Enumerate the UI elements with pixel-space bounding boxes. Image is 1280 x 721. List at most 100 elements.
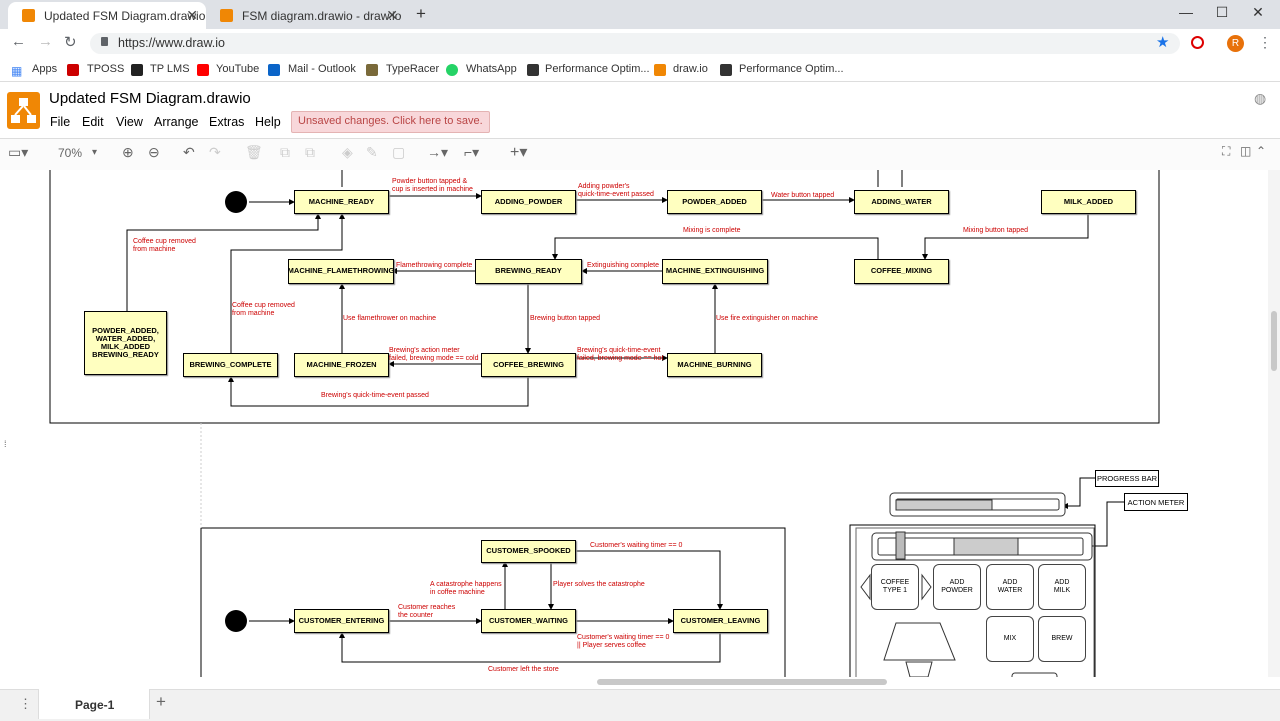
tab-updated-fsm[interactable]: Updated FSM Diagram.drawio - d ✕: [8, 2, 206, 29]
menu-edit[interactable]: Edit: [82, 115, 104, 129]
tab-title: Updated FSM Diagram.drawio - d: [44, 8, 206, 23]
zoom-in-icon[interactable]: ⊕: [122, 144, 134, 160]
state-adding-powder[interactable]: ADDING_POWDER: [481, 190, 576, 214]
label-cup-removed-1: Coffee cup removed from machine: [133, 238, 196, 253]
connection-icon[interactable]: →▾: [427, 144, 449, 160]
page-tab-label: Page-1: [75, 698, 115, 712]
bookmark-drawio[interactable]: draw.io: [673, 63, 708, 75]
mock-add-milk-button[interactable]: ADD MILK: [1038, 564, 1086, 610]
state-machine-extinguishing[interactable]: MACHINE_EXTINGUISHING: [662, 259, 768, 284]
close-window-icon[interactable]: ✕: [1252, 4, 1264, 20]
redo-icon[interactable]: ↷: [209, 144, 221, 160]
bookmark-performance-2[interactable]: Performance Optim...: [739, 63, 844, 75]
state-machine-frozen[interactable]: MACHINE_FROZEN: [294, 353, 389, 377]
mock-add-powder-button[interactable]: ADD POWDER: [933, 564, 981, 610]
label-hot-fail: Brewing's quick-time-event failed, brewi…: [577, 347, 664, 362]
bookmark-tp-lms[interactable]: TP LMS: [150, 63, 190, 75]
label-use-flamethrower: Use flamethrower on machine: [343, 315, 436, 322]
unsaved-changes-button[interactable]: Unsaved changes. Click here to save.: [291, 111, 490, 133]
state-coffee-mixing[interactable]: COFFEE_MIXING: [854, 259, 949, 284]
reload-icon[interactable]: ↻: [64, 34, 77, 51]
line-color-icon[interactable]: ✎: [366, 144, 378, 160]
zoom-dropdown-icon[interactable]: ▾: [92, 147, 98, 158]
youtube-icon: [197, 64, 209, 76]
minimize-icon[interactable]: —: [1179, 4, 1193, 20]
note-progress-bar[interactable]: PROGRESS BAR: [1095, 470, 1159, 487]
address-bar[interactable]: [90, 33, 1180, 54]
label-brewing-tapped: Brewing button tapped: [530, 315, 601, 322]
label-mixing-tapped: Mixing button tapped: [963, 227, 1028, 234]
format-panel-icon[interactable]: ▭▾: [8, 144, 29, 160]
state-customer-waiting[interactable]: CUSTOMER_WAITING: [481, 609, 576, 633]
label-powder-event: Adding powder's quick-time-event passed: [578, 183, 654, 198]
state-machine-ready[interactable]: MACHINE_READY: [294, 190, 389, 214]
zoom-out-icon[interactable]: ⊖: [148, 144, 160, 160]
bookmark-typeracer[interactable]: TypeRacer: [386, 63, 440, 75]
bookmark-youtube[interactable]: YouTube: [216, 63, 260, 75]
delete-icon[interactable]: 🗑: [245, 144, 263, 160]
state-powder-added[interactable]: POWDER_ADDED: [667, 190, 762, 214]
maximize-icon[interactable]: ☐: [1215, 4, 1229, 20]
bookmark-tposs[interactable]: TPOSS: [87, 63, 125, 75]
menu-file[interactable]: File: [50, 115, 71, 129]
format-toggle-icon[interactable]: ◫: [1240, 144, 1252, 158]
forward-icon[interactable]: →: [38, 33, 53, 50]
performance-icon: [527, 64, 539, 76]
insert-plus-icon[interactable]: +▾: [510, 144, 528, 161]
apps-grid-icon: ▦: [11, 64, 23, 78]
tab-fsm-diagram[interactable]: FSM diagram.drawio - draw.io ✕: [206, 2, 406, 29]
language-globe-icon[interactable]: ◍: [1254, 90, 1267, 106]
mock-brew-button[interactable]: BREW: [1038, 616, 1086, 662]
waypoints-icon[interactable]: ⌐▾: [464, 144, 480, 160]
close-tab-icon[interactable]: ✕: [386, 7, 398, 23]
horizontal-scroll-thumb[interactable]: [597, 679, 887, 685]
close-tab-icon[interactable]: ✕: [186, 7, 198, 23]
fullscreen-icon[interactable]: ⛶: [1222, 144, 1231, 158]
zoom-level[interactable]: 70%: [58, 146, 83, 160]
chrome-menu-icon[interactable]: ⋮: [1258, 34, 1272, 50]
opera-extension-icon[interactable]: [1191, 36, 1204, 49]
mock-mix-button[interactable]: MIX: [986, 616, 1034, 662]
pages-menu-icon[interactable]: ⋮: [19, 696, 32, 711]
to-back-icon[interactable]: ⧉: [305, 144, 315, 160]
sidebar-splitter-icon[interactable]: ⁞: [4, 439, 7, 449]
whatsapp-icon: [446, 64, 458, 76]
bookmark-performance-1[interactable]: Performance Optim...: [545, 63, 650, 75]
fill-color-icon[interactable]: ◈: [342, 144, 353, 160]
page-tab[interactable]: [38, 689, 150, 719]
state-all-added[interactable]: POWDER_ADDED, WATER_ADDED, MILK_ADDED BR…: [84, 311, 167, 375]
state-adding-water[interactable]: ADDING_WATER: [854, 190, 949, 214]
add-page-icon[interactable]: +: [156, 692, 166, 711]
shadow-icon[interactable]: ▢: [392, 144, 406, 160]
bookmark-star-icon[interactable]: ★: [1156, 34, 1170, 51]
menu-extras[interactable]: Extras: [209, 115, 245, 129]
menu-view[interactable]: View: [116, 115, 143, 129]
document-title[interactable]: Updated FSM Diagram.drawio: [49, 90, 251, 107]
menu-arrange[interactable]: Arrange: [154, 115, 199, 129]
state-brewing-complete[interactable]: BREWING_COMPLETE: [183, 353, 278, 377]
vertical-scroll-thumb[interactable]: [1271, 311, 1277, 371]
menu-help[interactable]: Help: [255, 115, 281, 129]
state-brewing-ready[interactable]: BREWING_READY: [475, 259, 582, 284]
profile-avatar[interactable]: R: [1227, 35, 1244, 52]
back-icon[interactable]: ←: [11, 33, 26, 50]
undo-icon[interactable]: ↶: [183, 144, 195, 160]
bookmark-outlook[interactable]: Mail - Outlook: [288, 63, 356, 75]
state-customer-entering[interactable]: CUSTOMER_ENTERING: [294, 609, 389, 633]
mock-add-water-button[interactable]: ADD WATER: [986, 564, 1034, 610]
state-coffee-brewing[interactable]: COFFEE_BREWING: [481, 353, 576, 377]
state-customer-spooked[interactable]: CUSTOMER_SPOOKED: [481, 540, 576, 563]
diagram-canvas[interactable]: MACHINE_READY ADDING_POWDER POWDER_ADDED…: [0, 170, 1268, 677]
bookmark-whatsapp[interactable]: WhatsApp: [466, 63, 517, 75]
new-tab-icon[interactable]: +: [416, 4, 426, 23]
state-customer-leaving[interactable]: CUSTOMER_LEAVING: [673, 609, 768, 633]
state-milk-added[interactable]: MILK_ADDED: [1041, 190, 1136, 214]
collapse-icon[interactable]: ⌃: [1256, 144, 1267, 158]
note-action-meter[interactable]: ACTION METER: [1124, 493, 1188, 511]
to-front-icon[interactable]: ⧉: [280, 144, 290, 160]
vertical-scrollbar[interactable]: [1268, 170, 1280, 677]
state-machine-burning[interactable]: MACHINE_BURNING: [667, 353, 762, 377]
state-machine-flamethrowing[interactable]: MACHINE_FLAMETHROWING: [288, 259, 394, 284]
mock-coffee-type-button[interactable]: COFFEE TYPE 1: [871, 564, 919, 610]
bookmark-apps[interactable]: Apps: [32, 63, 58, 75]
